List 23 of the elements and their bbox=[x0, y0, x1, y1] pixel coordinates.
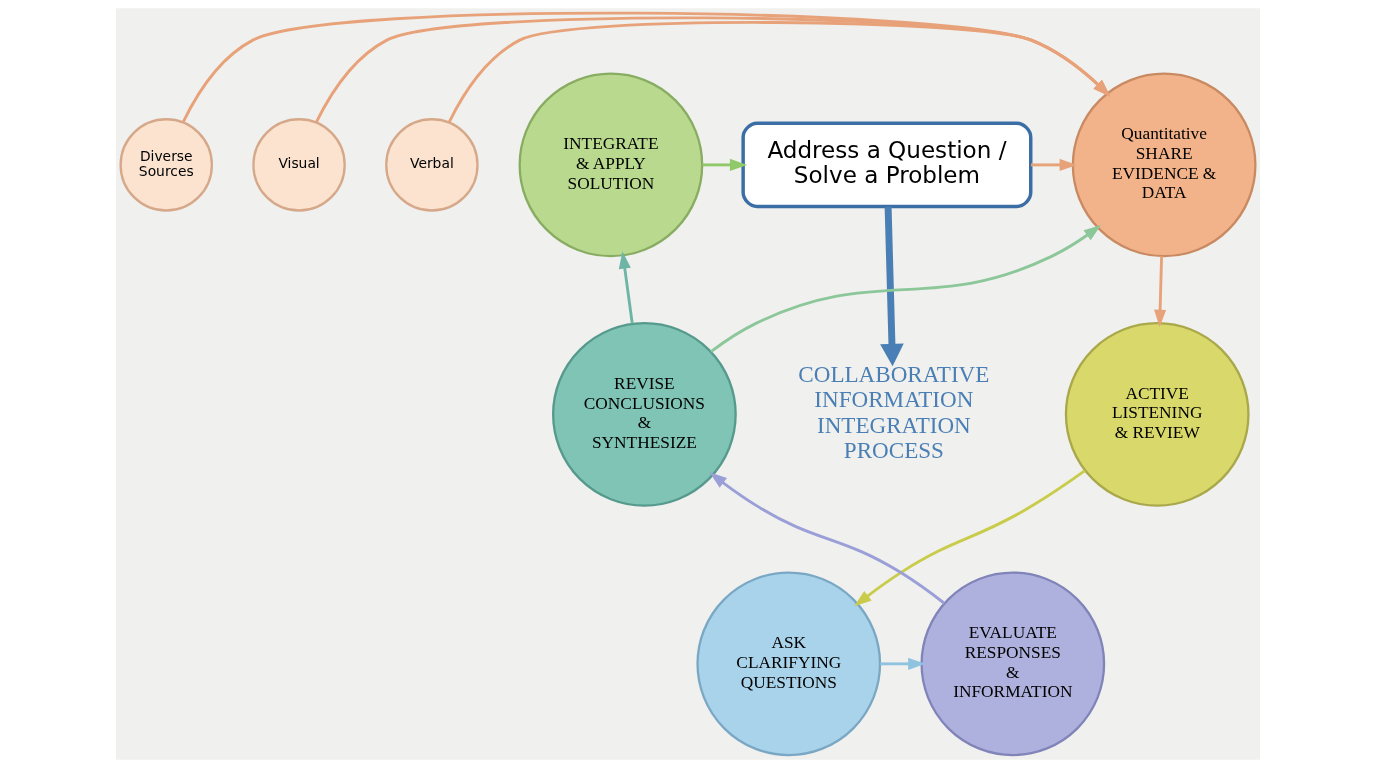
arrow bbox=[314, 16, 1111, 124]
arrow bbox=[447, 21, 1111, 124]
arrow bbox=[618, 251, 634, 324]
node-text: COLLABORATIVE INFORMATION INTEGRATION PROCESS bbox=[798, 361, 990, 464]
arrow bbox=[854, 469, 1086, 607]
arrow bbox=[880, 657, 926, 670]
arrow bbox=[1030, 158, 1077, 171]
arrow bbox=[710, 225, 1102, 353]
node-circle: ASK CLARIFYING QUESTIONS bbox=[696, 571, 882, 757]
node-circle: Verbal bbox=[385, 118, 479, 212]
node-circle: Visual bbox=[252, 118, 346, 212]
node-circle: ACTIVE LISTENING & REVIEW bbox=[1064, 321, 1250, 507]
node-circle: Diverse Sources bbox=[119, 118, 213, 212]
node-circle: REVISE CONCLUSIONS & SYNTHESIZE bbox=[552, 321, 737, 507]
node-box: Address a Question / Solve a Problem bbox=[741, 121, 1033, 209]
arrow bbox=[181, 11, 1111, 124]
arrow bbox=[702, 158, 748, 171]
node-circle: EVALUATE RESPONSES & INFORMATION bbox=[920, 571, 1106, 757]
arrow bbox=[880, 206, 904, 367]
arrow bbox=[709, 472, 946, 605]
node-circle: Quantitative SHARE EVIDENCE & DATA bbox=[1071, 72, 1257, 258]
node-circle: INTEGRATE & APPLY SOLUTION bbox=[518, 72, 704, 258]
arrow bbox=[1154, 256, 1167, 328]
